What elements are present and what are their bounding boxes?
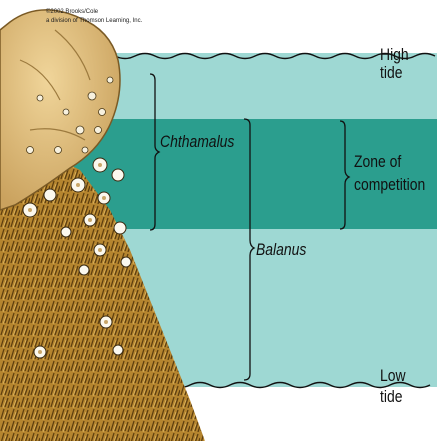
zone-label-2: competition	[354, 176, 425, 194]
copyright-line-2: a division of Thomson Learning, Inc.	[46, 18, 142, 24]
low-tide-label-1: Low	[380, 367, 406, 385]
zone-label-1: Zone of	[354, 153, 401, 171]
copyright-line-1: ©2002 Brooks/Cole	[46, 9, 98, 15]
chthamalus-label: Chthamalus	[160, 133, 234, 151]
balanus-label: Balanus	[256, 241, 306, 259]
high-tide-label-2: tide	[380, 64, 402, 82]
high-tide-label-1: High	[380, 46, 409, 64]
low-tide-label-2: tide	[380, 388, 402, 406]
